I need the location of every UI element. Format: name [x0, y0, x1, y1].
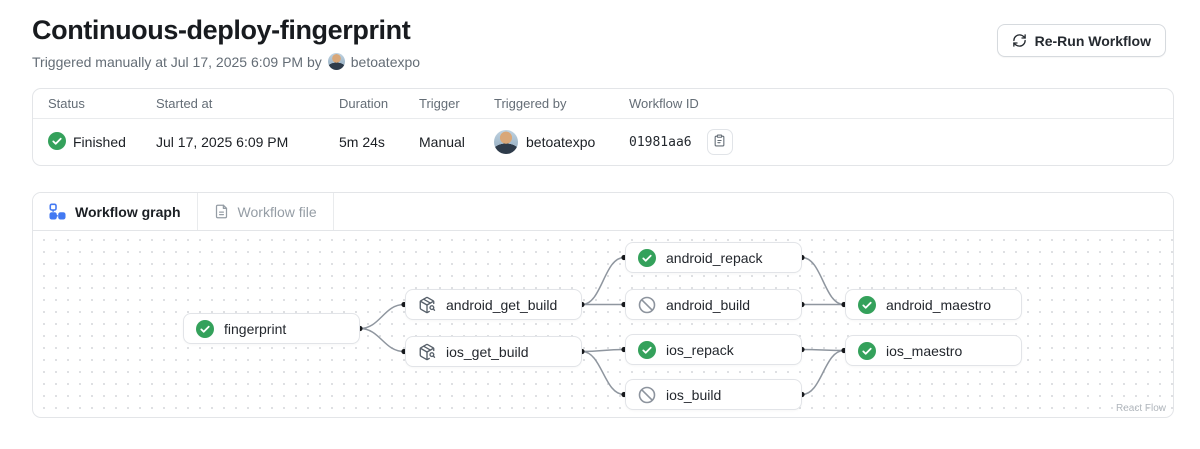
column-workflow-id: Workflow ID — [629, 96, 699, 111]
summary-header-row: Status Started at Duration Trigger Trigg… — [33, 89, 1173, 119]
graph-node-label: android_build — [666, 296, 751, 313]
graph-tabbar: Workflow graph Workflow file — [33, 193, 1173, 231]
check-circle-icon — [638, 340, 656, 359]
copy-workflow-id-button[interactable] — [706, 129, 733, 155]
workflow-id-value: 01981aa6 — [629, 134, 692, 150]
clipboard-icon — [713, 134, 726, 150]
file-icon — [214, 204, 229, 219]
check-circle-icon — [858, 295, 876, 314]
tab-workflow-graph-label: Workflow graph — [75, 203, 181, 220]
trigger-summary-user: betoatexpo — [350, 53, 421, 70]
graph-node-ios_maestro[interactable]: ios_maestro — [845, 335, 1022, 366]
column-status: Status — [48, 96, 85, 111]
graph-node-ios_repack[interactable]: ios_repack — [625, 334, 802, 365]
triggered-by-cell: betoatexpo — [494, 130, 629, 154]
graph-node-label: ios_get_build — [446, 343, 529, 360]
react-flow-attribution: React Flow — [1115, 403, 1166, 414]
tab-workflow-file-label: Workflow file — [237, 203, 317, 220]
graph-node-fingerprint[interactable]: fingerprint — [183, 313, 360, 344]
check-circle-icon — [638, 248, 656, 267]
tab-workflow-file[interactable]: Workflow file — [198, 193, 334, 230]
graph-node-android_get_build[interactable]: android_get_build — [405, 289, 582, 320]
workflow-graph-card: Workflow graph Workflow file React Flow … — [32, 192, 1174, 418]
check-circle-icon — [48, 131, 66, 153]
trigger-value: Manual — [419, 134, 465, 150]
workflow-graph-icon — [49, 203, 66, 220]
graph-node-label: ios_maestro — [886, 342, 963, 359]
run-summary-card: Status Started at Duration Trigger Trigg… — [32, 88, 1174, 166]
avatar — [327, 53, 345, 70]
page-title: Continuous-deploy-fingerprint — [32, 15, 411, 45]
check-circle-icon — [858, 341, 876, 360]
package-search-icon — [418, 343, 436, 361]
graph-node-ios_build[interactable]: ios_build — [625, 379, 802, 410]
trigger-summary: Triggered manually at Jul 17, 2025 6:09 … — [32, 53, 420, 70]
rerun-workflow-label: Re-Run Workflow — [1034, 32, 1151, 49]
started-at-value: Jul 17, 2025 6:09 PM — [156, 134, 289, 150]
triggered-by-name: betoatexpo — [526, 134, 596, 150]
summary-data-row: Finished Jul 17, 2025 6:09 PM 5m 24s Man… — [33, 119, 1173, 165]
graph-node-label: android_repack — [666, 249, 763, 266]
refresh-cw-icon — [1012, 33, 1027, 48]
column-started-at: Started at — [156, 96, 213, 111]
column-trigger: Trigger — [419, 96, 460, 111]
trigger-summary-text: Triggered manually at Jul 17, 2025 6:09 … — [32, 53, 322, 70]
check-circle-icon — [196, 319, 214, 338]
graph-node-label: android_get_build — [446, 296, 558, 313]
graph-node-label: ios_build — [666, 386, 722, 403]
slash-circle-icon — [638, 386, 656, 404]
avatar — [494, 130, 518, 154]
graph-node-label: ios_repack — [666, 341, 734, 358]
package-search-icon — [418, 296, 436, 314]
rerun-workflow-button[interactable]: Re-Run Workflow — [996, 24, 1166, 57]
graph-node-label: fingerprint — [224, 320, 287, 337]
slash-circle-icon — [638, 296, 656, 314]
graph-node-ios_get_build[interactable]: ios_get_build — [405, 336, 582, 367]
status-text: Finished — [73, 134, 126, 150]
graph-node-label: android_maestro — [886, 296, 992, 313]
graph-node-android_maestro[interactable]: android_maestro — [845, 289, 1022, 320]
graph-node-android_build[interactable]: android_build — [625, 289, 802, 320]
column-duration: Duration — [339, 96, 389, 111]
status-cell: Finished — [48, 131, 156, 153]
tab-workflow-graph[interactable]: Workflow graph — [33, 193, 198, 230]
duration-value: 5m 24s — [339, 134, 385, 150]
column-triggered-by: Triggered by — [494, 96, 567, 111]
workflow-id-cell: 01981aa6 — [629, 129, 1173, 155]
graph-node-android_repack[interactable]: android_repack — [625, 242, 802, 273]
